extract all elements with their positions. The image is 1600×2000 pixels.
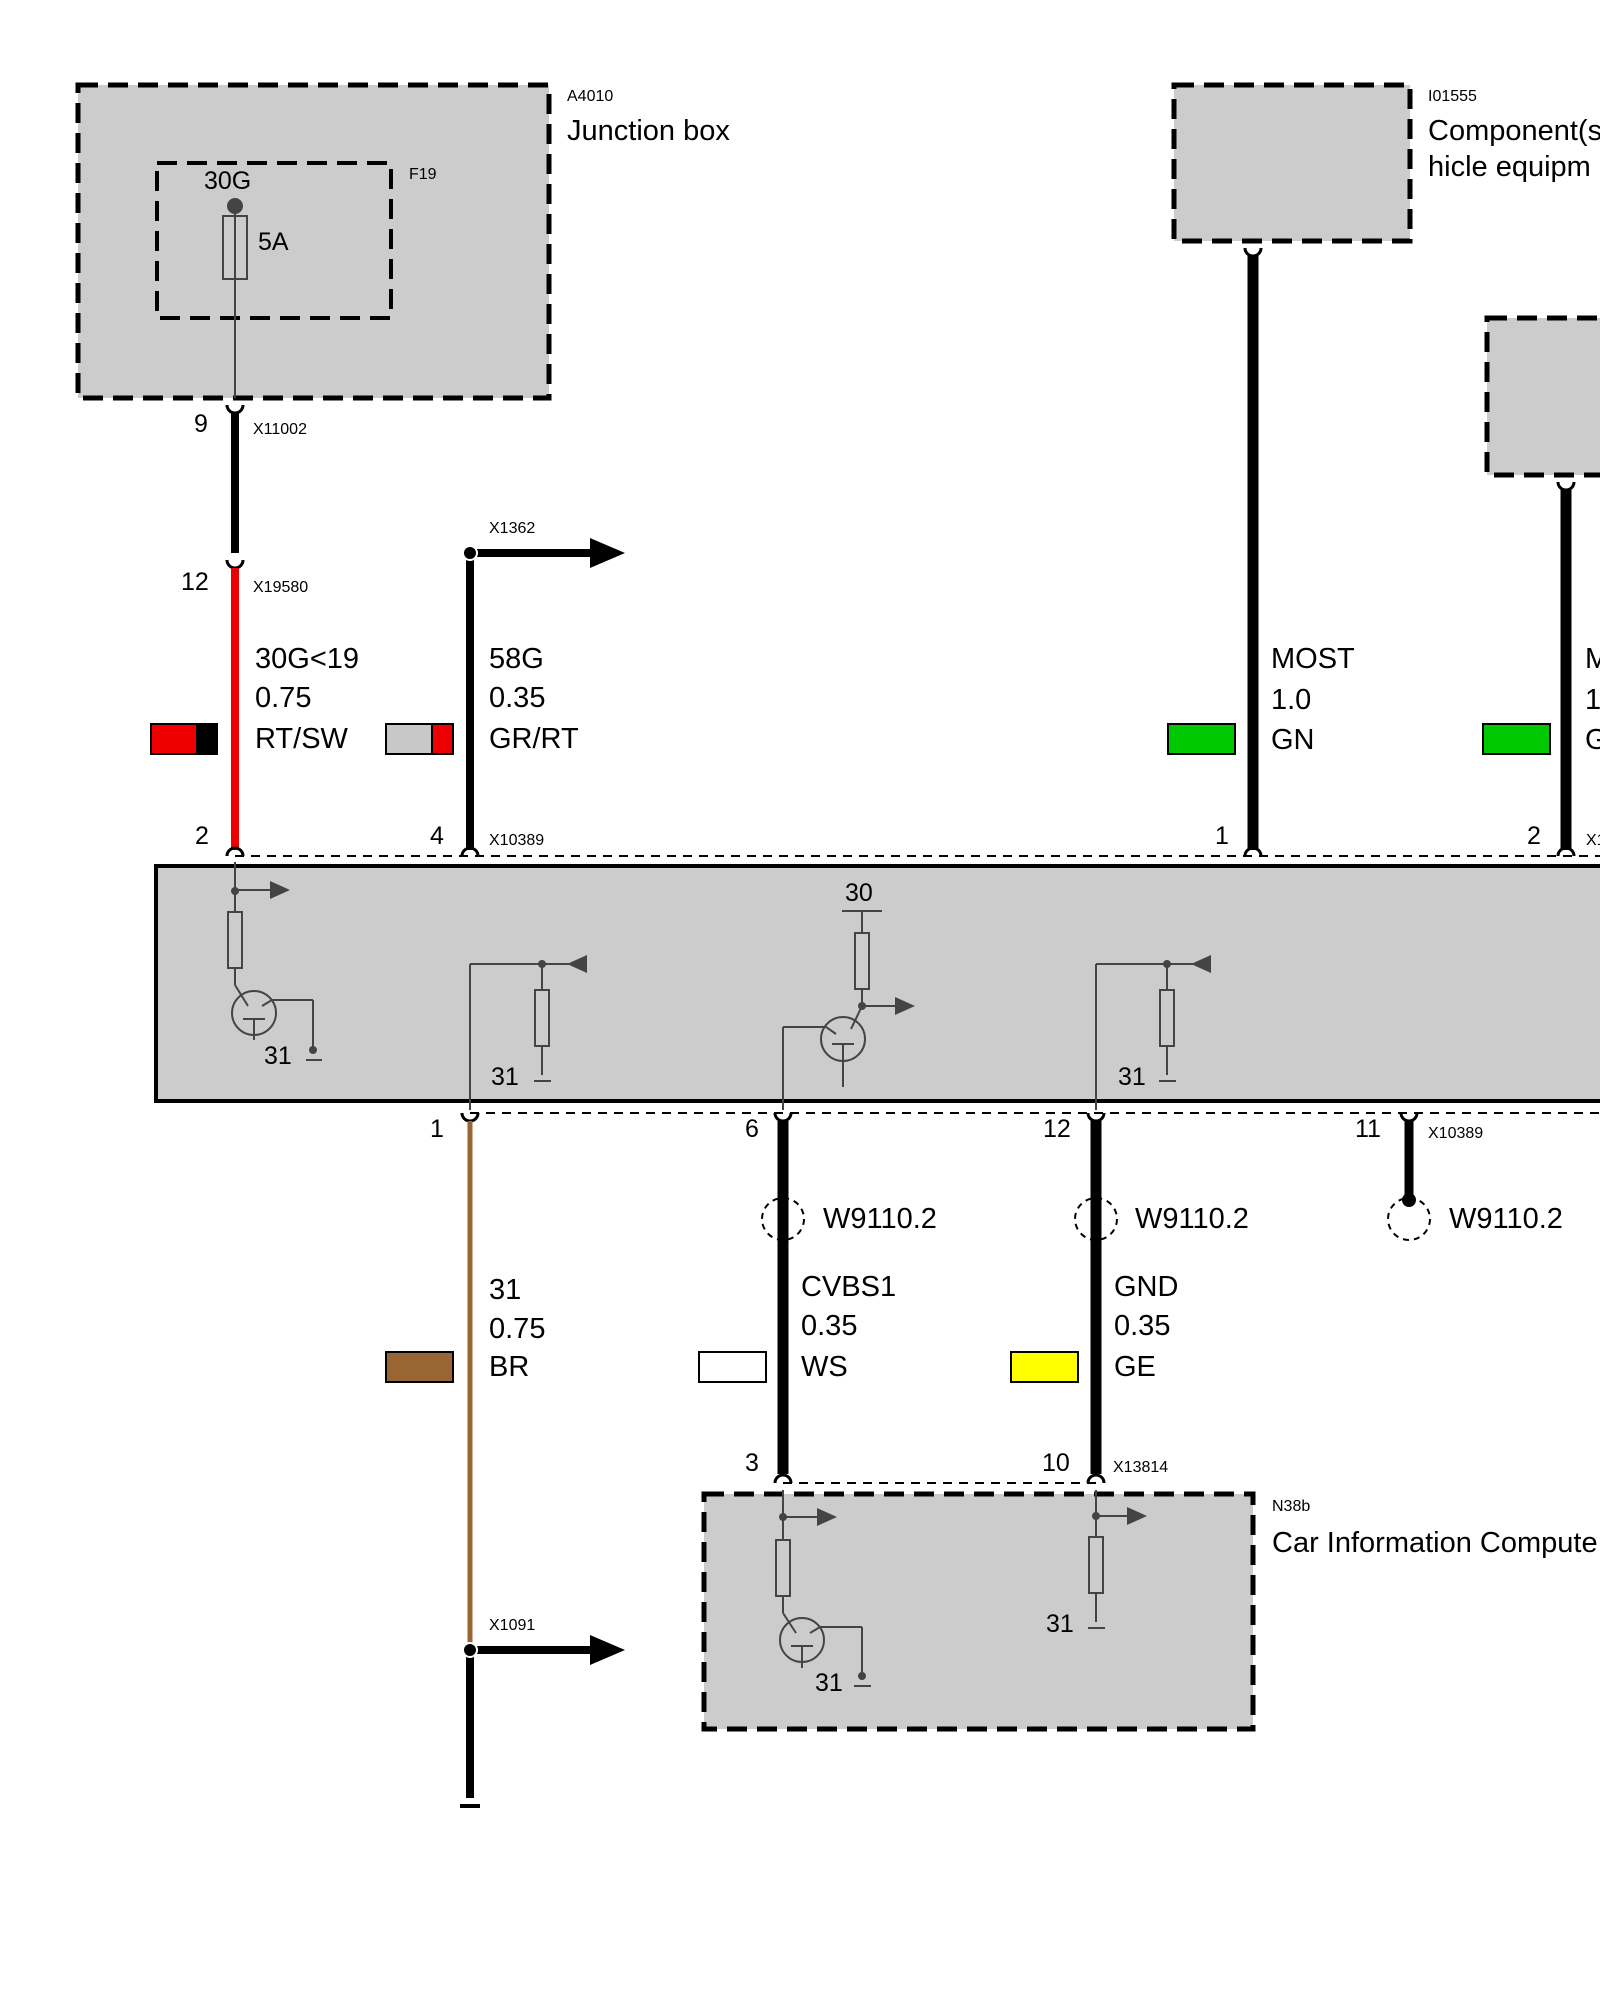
wire-31-gauge: 0.75	[489, 1313, 545, 1345]
x10389-top-id: X10389	[489, 832, 544, 849]
x13814-pin-1: 3	[745, 1449, 759, 1477]
cic-circuit-1: 31	[775, 1490, 871, 1697]
wire-30g: 30G<19 0.75 RT/SW	[150, 568, 359, 850]
fuse-rating: 5A	[258, 228, 289, 256]
wire-30g-swatch	[150, 723, 198, 755]
wire-gnd-swatch	[1010, 1351, 1079, 1383]
x10389-bottom-id: X10389	[1428, 1125, 1483, 1142]
i01555-id: I01555	[1428, 88, 1477, 105]
fuse-id: F19	[409, 166, 437, 183]
x1091-id: X1091	[489, 1617, 535, 1634]
shield-2-label: W9110.2	[1135, 1203, 1249, 1235]
x10389-bottom-pin-2: 6	[745, 1115, 759, 1143]
wire-58g-signal: 58G	[489, 643, 544, 675]
connector-x19580: 12 X19580	[181, 559, 308, 596]
wire-31-swatch	[385, 1351, 454, 1383]
x13814-pin-2: 10	[1042, 1449, 1070, 1477]
wire-58g-color: GR/RT	[489, 723, 579, 755]
connector-x13814: 3 10 X13814	[745, 1449, 1168, 1484]
fuse-f19: F19 30G 5A	[155, 161, 437, 320]
cic-ground-1: 31	[815, 1669, 843, 1697]
i01555-name-1: Component(s	[1428, 115, 1600, 147]
x10389-bottom-pin-3: 12	[1043, 1115, 1071, 1143]
module-ground-3: 31	[1118, 1063, 1146, 1091]
cic-ground-2: 31	[1046, 1610, 1074, 1638]
connector-x10389-bottom: 1 6 12 11 X10389	[430, 1112, 1600, 1143]
wire-30g-color: RT/SW	[255, 723, 349, 755]
wire-most-2-signal: M	[1585, 643, 1600, 675]
wire-most-swatch	[1167, 723, 1236, 755]
control-module: 31 31 30	[154, 862, 1600, 1110]
cic-id: N38b	[1272, 1498, 1310, 1515]
wire-most-2-gauge: 1	[1585, 684, 1600, 716]
x11002-pin: 9	[194, 410, 208, 438]
module-ground-2: 31	[491, 1063, 519, 1091]
wire-most-2: M 1 G	[1482, 490, 1600, 850]
wire-58g-swatch-stripe	[431, 723, 454, 755]
component-i01555: I01555 Component(s hicle equipm	[1171, 82, 1600, 258]
wire-most-2-swatch	[1482, 723, 1551, 755]
cic-circuit-2: 31	[1046, 1490, 1147, 1638]
wire-most-signal: MOST	[1271, 643, 1355, 675]
shield-1: W9110.2	[761, 1197, 937, 1241]
component-cic: N38b Car Information Compute 31	[701, 1490, 1598, 1732]
wire-gnd-signal: GND	[1114, 1271, 1178, 1303]
wire-cvbs1-gauge: 0.35	[801, 1310, 857, 1342]
wire-cvbs1-signal: CVBS1	[801, 1271, 896, 1303]
x19580-pin: 12	[181, 568, 209, 596]
module-circuit-3: 30	[782, 879, 915, 1110]
wire-most: MOST 1.0 GN	[1167, 256, 1355, 850]
x13814-id: X13814	[1113, 1459, 1168, 1476]
shield-1-label: W9110.2	[823, 1203, 937, 1235]
junction-box-name: Junction box	[567, 115, 730, 147]
module-ground-1: 31	[264, 1042, 292, 1070]
wire-31: X1091 31 0.75 BR	[385, 1121, 625, 1808]
junction-box-id: A4010	[567, 88, 613, 105]
arrow-x1362	[590, 538, 625, 568]
i01555-name-2: hicle equipm	[1428, 151, 1591, 183]
arrow-x1091	[590, 1635, 625, 1665]
x19580-id: X19580	[253, 579, 308, 596]
module-circuit-4: 31	[1095, 955, 1211, 1110]
wire-58g-gauge: 0.35	[489, 682, 545, 714]
module-supply-30: 30	[845, 879, 873, 907]
shield-3-label: W9110.2	[1449, 1203, 1563, 1235]
wire-58g: X1362 58G 0.35 GR/RT	[385, 520, 625, 850]
wire-gnd: GND 0.35 GE	[1010, 1121, 1178, 1474]
wire-most-gauge: 1.0	[1271, 684, 1311, 716]
cic-name: Car Information Compute	[1272, 1527, 1598, 1559]
shield-2: W9110.2	[1074, 1197, 1249, 1241]
wire-cvbs1-swatch	[698, 1351, 767, 1383]
x1362-id: X1362	[489, 520, 535, 537]
module-circuit-2: 31	[469, 955, 587, 1110]
wire-30g-swatch-stripe	[196, 723, 218, 755]
connector-x10389-top: 2 4 1 2 X10389 X1	[195, 822, 1600, 857]
wire-31-signal: 31	[489, 1274, 521, 1306]
wire-most-color: GN	[1271, 724, 1315, 756]
x10389-bottom-pin-4: 11	[1355, 1115, 1381, 1143]
x10389-top-id-2: X1	[1586, 832, 1600, 849]
x10389-top-pin-1: 2	[195, 822, 209, 850]
x10389-top-pin-2: 4	[430, 822, 444, 850]
wire-30g-gauge: 0.75	[255, 682, 311, 714]
wire-gnd-color: GE	[1114, 1351, 1156, 1383]
shield-3: W9110.2	[1387, 1121, 1563, 1241]
wire-gnd-gauge: 0.35	[1114, 1310, 1170, 1342]
connector-x11002: 9 X11002	[194, 404, 307, 438]
wire-cvbs1-color: WS	[801, 1351, 848, 1383]
x10389-bottom-pin-1: 1	[430, 1115, 444, 1143]
x10389-top-pin-3: 1	[1215, 822, 1229, 850]
wire-most-2-color: G	[1585, 724, 1600, 756]
component-right-partial	[1484, 315, 1600, 478]
wire-cvbs1: CVBS1 0.35 WS	[698, 1121, 896, 1474]
module-circuit-1: 31	[227, 862, 322, 1070]
x11002-id: X11002	[253, 421, 307, 438]
wire-58g-swatch	[385, 723, 433, 755]
wire-31-color: BR	[489, 1351, 529, 1383]
junction-box: A4010 Junction box F19 30G 5A	[75, 82, 730, 401]
fuse-terminal: 30G	[204, 167, 251, 195]
wire-30g-signal: 30G<19	[255, 643, 359, 675]
x10389-top-pin-4: 2	[1527, 822, 1541, 850]
